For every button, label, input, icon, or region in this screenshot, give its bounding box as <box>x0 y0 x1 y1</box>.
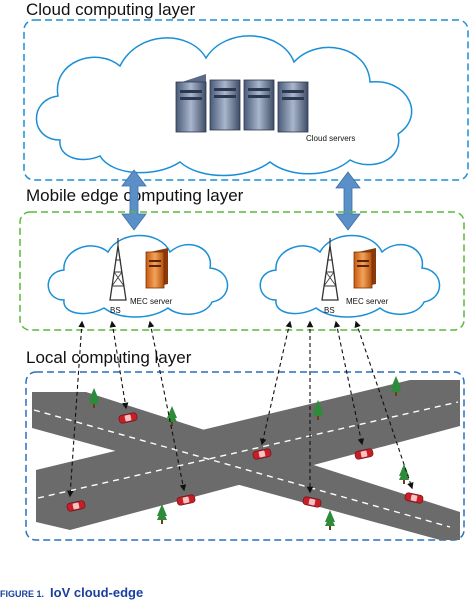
tree-icon <box>313 400 323 420</box>
link <box>354 320 414 490</box>
cloud-edge-arrow-left <box>121 169 147 231</box>
tree-icon <box>399 464 409 484</box>
mec-server-label-left: MEC server <box>130 297 173 306</box>
bs-label-left: BS <box>110 306 121 315</box>
mec-server-icon <box>353 248 376 289</box>
figure-caption-text: IoV cloud-edge <box>50 585 144 600</box>
tree-icon <box>89 388 99 408</box>
car-icon <box>176 494 196 506</box>
mec-server-label-right: MEC server <box>346 297 389 306</box>
cloud-servers-label: Cloud servers <box>306 134 355 143</box>
car-icon <box>252 448 272 460</box>
edge-cloud-right <box>259 234 441 318</box>
edge-layer-box <box>19 211 465 331</box>
car-icon <box>66 500 86 512</box>
local-layer-box <box>25 371 465 541</box>
car-icon <box>302 496 322 508</box>
edge-cloud-left <box>47 234 229 318</box>
link <box>67 320 85 498</box>
figure-caption: FIGURE 1. IoV cloud-edge <box>0 585 143 600</box>
cloud-layer-box <box>23 19 469 181</box>
bs-tower-icon <box>321 238 339 301</box>
cloud-edge-arrow-right <box>335 171 361 231</box>
cloud-servers-icon <box>175 74 309 133</box>
link <box>109 320 129 410</box>
bs-label-right: BS <box>324 306 335 315</box>
tree-icon <box>325 510 335 530</box>
bs-tower-icon <box>109 238 127 301</box>
car-icon <box>404 492 424 504</box>
tree-icon <box>157 504 167 524</box>
car-icon <box>118 412 138 424</box>
mec-server-icon <box>145 248 168 289</box>
figure-number: FIGURE 1. <box>0 589 45 599</box>
link <box>147 320 187 492</box>
cloud-layer-title: Cloud computing layer <box>26 0 196 19</box>
v2i-links <box>67 320 414 498</box>
